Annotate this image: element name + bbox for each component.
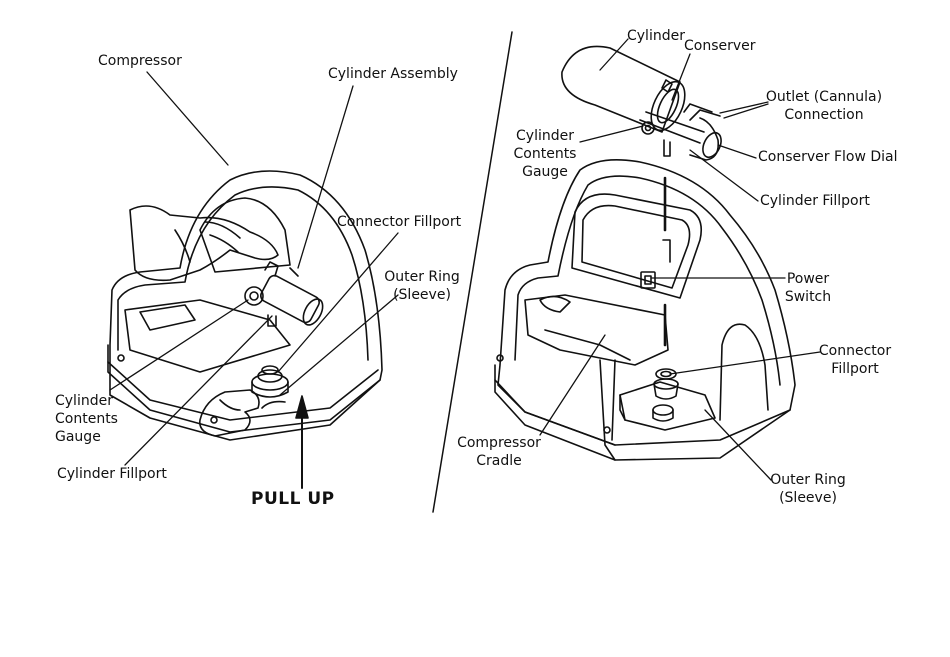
cradle-line-2: Cradle [454,452,544,470]
pull-up-arrow [296,396,308,488]
outer-ring-right-line-1: Outer Ring [760,471,856,489]
label-connector-fillport-right: Connector Fillport [814,342,896,378]
gauge-right-line-3: Gauge [508,163,582,181]
right-connector-fillport [653,369,678,421]
label-cylinder-assembly: Cylinder Assembly [328,65,458,83]
label-outlet-connection: Outlet (Cannula) Connection [764,88,884,124]
gauge-line-1: Cylinder [55,392,118,410]
outlet-line-1: Outlet (Cannula) [764,88,884,106]
outer-ring-right-line-2: (Sleeve) [760,489,856,507]
label-conserver-flow-dial: Conserver Flow Dial [758,148,898,166]
right-cylinder-assembly [562,46,725,160]
label-cylinder-contents-gauge-left: Cylinder Contents Gauge [55,392,118,446]
label-conserver: Conserver [684,37,756,55]
outer-ring-line-2: (Sleeve) [374,286,470,304]
power-line-2: Switch [780,288,836,306]
label-cylinder-contents-gauge-right: Cylinder Contents Gauge [508,127,582,181]
label-compressor-cradle: Compressor Cradle [454,434,544,470]
label-outer-ring-right: Outer Ring (Sleeve) [760,471,856,507]
label-cylinder: Cylinder [627,27,685,45]
connector-line-2: Fillport [814,360,896,378]
label-power-switch: Power Switch [780,270,836,306]
label-pull-up: PULL UP [251,490,335,508]
right-compressor-drawing [495,160,795,460]
gauge-line-3: Gauge [55,428,118,446]
cradle-line-1: Compressor [454,434,544,452]
label-cylinder-fillport-left: Cylinder Fillport [57,465,167,483]
outer-ring-line-1: Outer Ring [374,268,470,286]
gauge-line-2: Contents [55,410,118,428]
power-line-1: Power [780,270,836,288]
outlet-line-2: Connection [764,106,884,124]
left-compressor-drawing [108,171,382,440]
gauge-right-line-1: Cylinder [508,127,582,145]
label-connector-fillport-left: Connector Fillport [337,213,461,231]
label-cylinder-fillport-right: Cylinder Fillport [760,192,870,210]
label-outer-ring-left: Outer Ring (Sleeve) [374,268,470,304]
label-compressor: Compressor [98,52,182,70]
connector-line-1: Connector [814,342,896,360]
left-cylinder-assembly [245,262,327,328]
gauge-right-line-2: Contents [508,145,582,163]
